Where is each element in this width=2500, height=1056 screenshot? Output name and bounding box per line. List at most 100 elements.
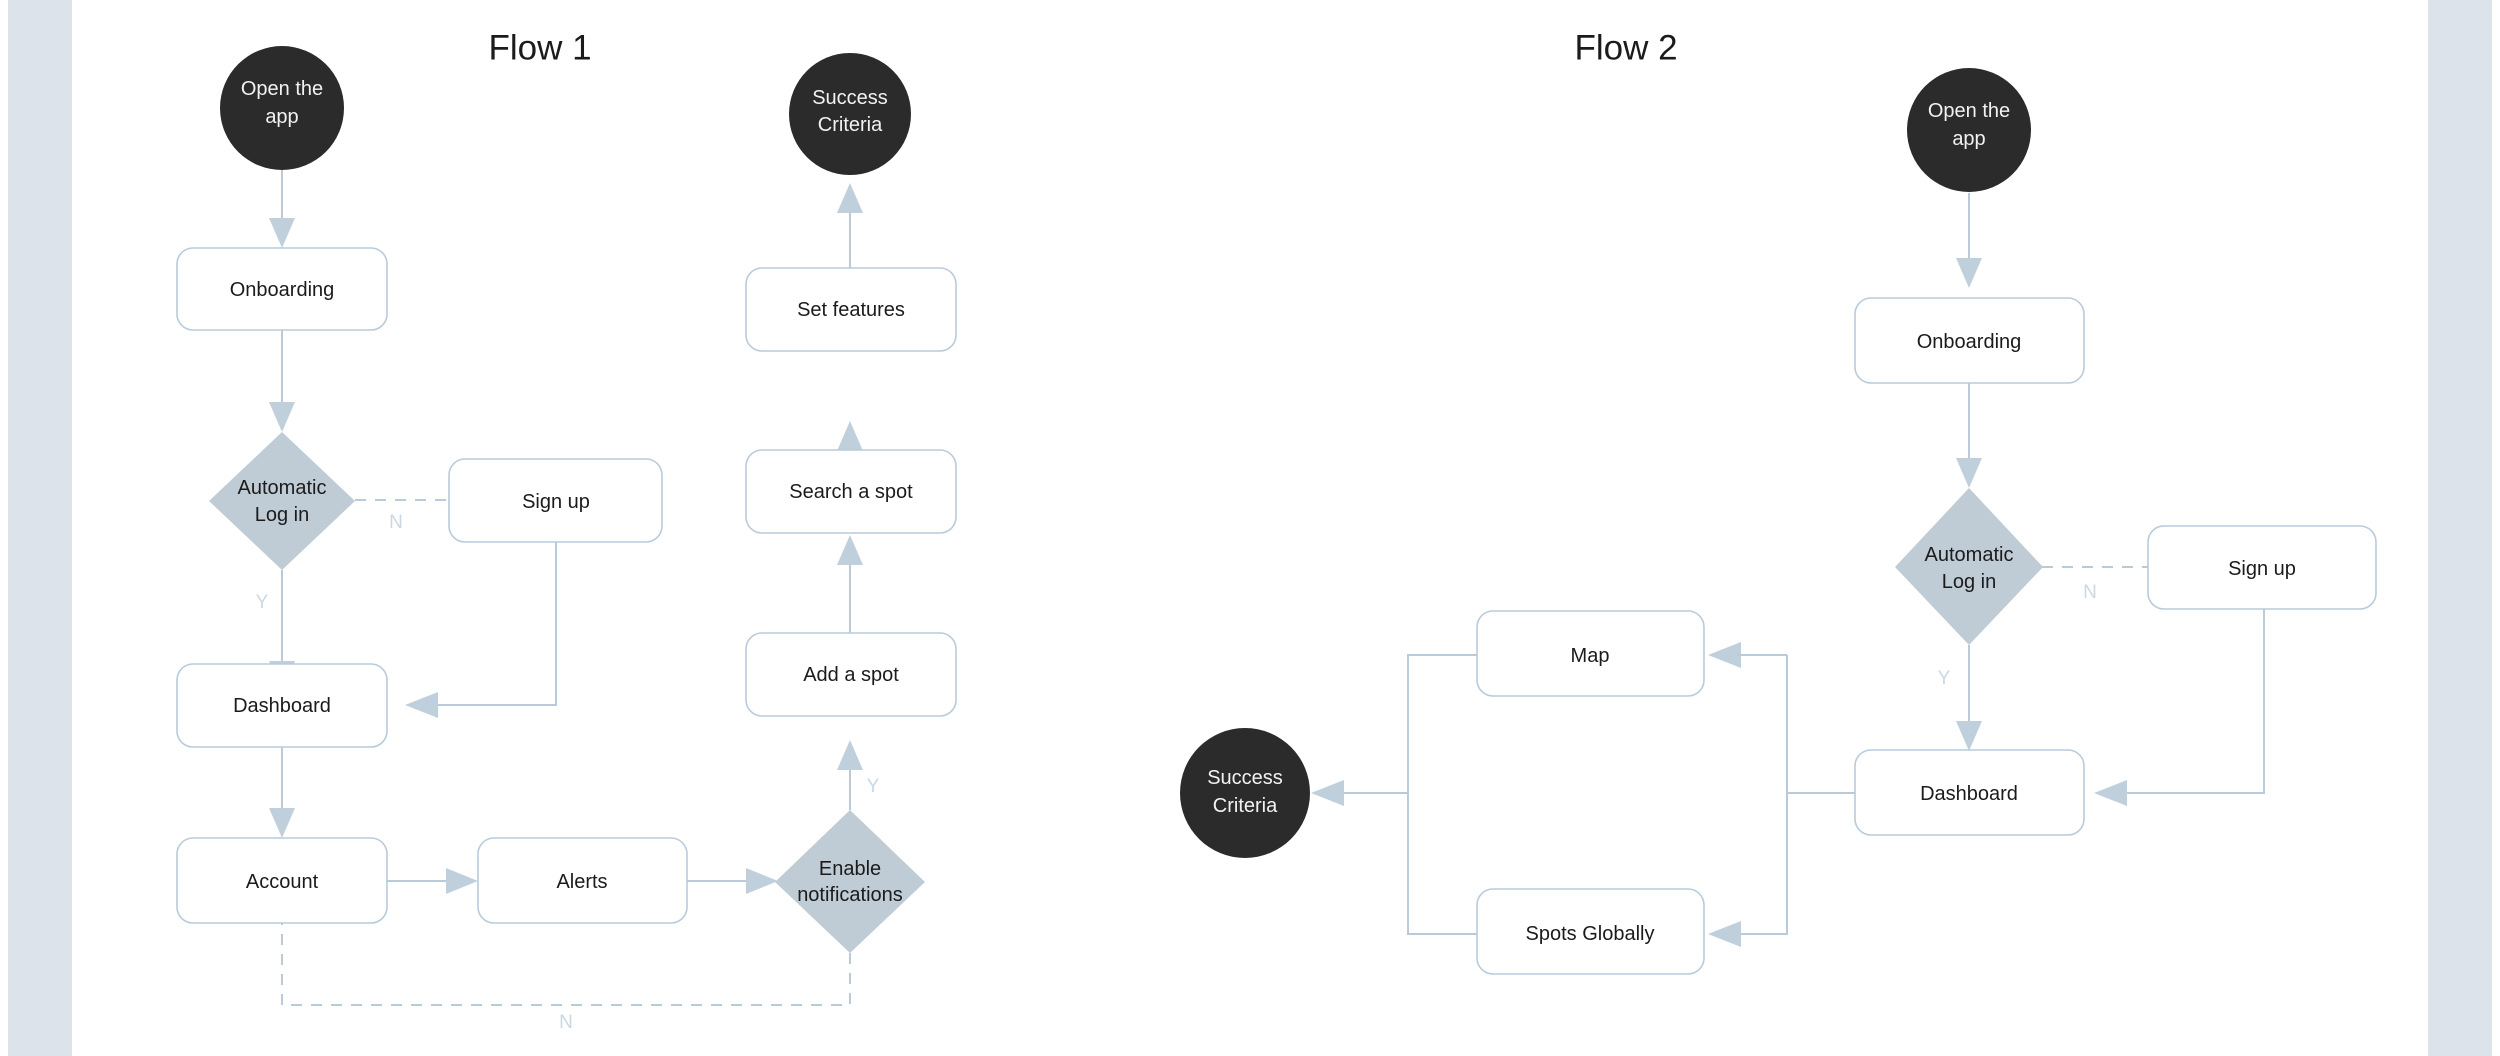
node-f2-map[interactable]: Map [1476,610,1705,697]
edge-f1-set-features-to-success [837,183,863,277]
node-label-line-1: Open the [1928,100,2010,122]
node-label-line-1: Enable [819,858,881,880]
node-label: Dashboard [1920,783,2018,805]
branch-label-n: N [2083,582,2097,603]
flow-2-edges: N Y [1311,193,2265,947]
process-shape [745,632,957,717]
process-shape [176,837,388,924]
flow-2-title: Flow 2 [1574,28,1677,67]
edge-f2-spots-globally-to-success-criteria [1407,793,1477,935]
edge-f1-enable-notifications-to-add-spot: Y [837,740,880,810]
process-shape [2147,525,2377,610]
process-shape [448,458,663,543]
flow-2-nodes: Open the app Onboarding Automatic Log in… [1180,68,2377,975]
edge-f2-onboarding-to-auto-login [1956,383,1982,488]
process-shape [745,449,957,534]
node-label: Onboarding [1917,331,2022,353]
process-shape [1854,749,2085,836]
node-label-line-2: Log in [1942,571,1997,593]
node-label-line-2: notifications [797,884,903,906]
node-label: Set features [797,299,905,321]
flow-1-title: Flow 1 [488,28,591,67]
node-label: Alerts [556,871,607,893]
edge-f2-dashboard-to-spots-globally [1708,793,1788,947]
decision-shape [1895,488,2043,645]
decision-shape [209,432,355,570]
node-f2-automatic-log-in[interactable]: Automatic Log in [1895,488,2043,645]
node-label-line-1: Success [812,87,888,109]
edge-f2-sign-up-to-dashboard [2094,609,2265,806]
node-label-line-1: Automatic [238,477,327,499]
node-f1-sign-up[interactable]: Sign up [448,458,663,543]
edge-f2-auto-login-to-sign-up: N [2042,566,2148,603]
node-f1-open-the-app[interactable]: Open the app [220,46,344,170]
edge-f1-dashboard-to-account [269,747,295,838]
process-shape [1476,888,1705,975]
branch-label-n: N [389,512,403,533]
node-label: Search a spot [789,481,913,503]
node-label-line-2: Criteria [818,114,883,136]
node-label-line-2: app [1952,128,1985,150]
edge-f1-alerts-to-enable-notifications [687,868,778,894]
node-label: Spots Globally [1526,923,1655,945]
decision-shape [775,810,925,953]
node-f1-alerts[interactable]: Alerts [477,837,688,924]
node-f1-add-a-spot[interactable]: Add a spot [745,632,957,717]
branch-label-n: N [559,1012,573,1033]
node-f2-success-criteria[interactable]: Success Criteria [1180,728,1310,858]
node-f1-success-criteria[interactable]: Success Criteria [789,53,911,175]
branch-label-y: Y [867,776,880,797]
edge-f1-sign-up-to-dashboard [405,542,557,718]
branch-label-y: Y [256,592,269,613]
process-shape [176,663,388,748]
terminator-shape [1907,68,2031,192]
right-margin-band [2428,0,2492,1056]
node-label: Sign up [522,491,590,513]
edge-f2-dashboard-to-map [1708,642,1858,794]
branch-label-y: Y [1938,668,1951,689]
flow-1-nodes: Open the app Onboarding Automatic Log in… [176,46,957,953]
node-f1-account[interactable]: Account [176,837,388,924]
terminator-shape [220,46,344,170]
node-label-line-1: Automatic [1925,544,2014,566]
terminator-shape [789,53,911,175]
node-f2-sign-up[interactable]: Sign up [2147,525,2377,610]
process-shape [176,247,388,331]
edge-f1-open-app-to-onboarding [269,170,295,248]
node-f1-set-features[interactable]: Set features [745,267,957,352]
node-label: Account [246,871,319,893]
node-f2-onboarding[interactable]: Onboarding [1854,297,2085,384]
node-f2-spots-globally[interactable]: Spots Globally [1476,888,1705,975]
node-f2-dashboard[interactable]: Dashboard [1854,749,2085,836]
edge-f2-open-app-to-onboarding [1956,193,1982,288]
edge-f2-auto-login-to-dashboard: Y [1938,645,1982,751]
node-label: Map [1571,645,1610,667]
node-f1-automatic-log-in[interactable]: Automatic Log in [209,432,355,570]
left-margin-band [8,0,72,1056]
process-shape [745,267,957,352]
node-label-line-1: Open the [241,78,323,100]
node-label-line-1: Success [1207,767,1283,789]
terminator-shape [1180,728,1310,858]
node-label: Onboarding [230,279,335,301]
edge-f1-enable-notifications-to-account: N [281,923,851,1033]
node-f1-onboarding[interactable]: Onboarding [176,247,388,331]
node-f1-search-a-spot[interactable]: Search a spot [745,449,957,534]
edge-f2-map-to-success-criteria [1311,654,1477,806]
node-label: Sign up [2228,558,2296,580]
node-f2-open-the-app[interactable]: Open the app [1907,68,2031,192]
node-f1-dashboard[interactable]: Dashboard [176,663,388,748]
process-shape [477,837,688,924]
node-label-line-2: app [265,106,298,128]
node-label-line-2: Log in [255,504,310,526]
edge-f1-add-spot-to-search-spot [837,535,863,638]
edge-f1-auto-login-to-sign-up: N [355,499,460,533]
node-f1-enable-notifications[interactable]: Enable notifications [775,810,925,953]
edge-f1-onboarding-to-auto-login [269,330,295,432]
node-label: Add a spot [803,664,899,686]
node-label-line-2: Criteria [1213,795,1278,817]
node-label: Dashboard [233,695,331,717]
edge-f1-account-to-alerts [387,868,478,894]
